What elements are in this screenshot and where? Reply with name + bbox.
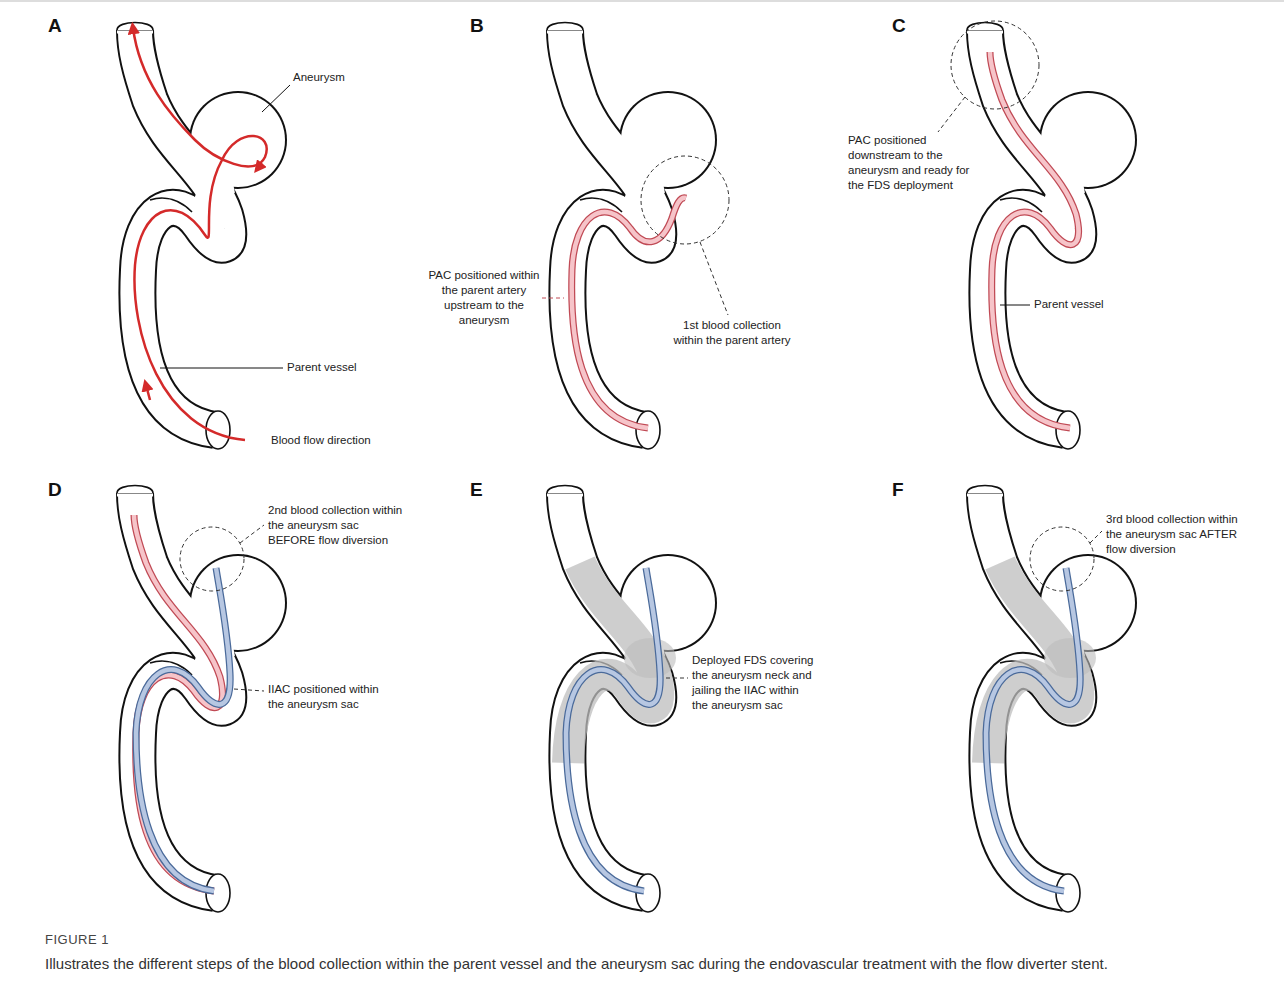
- annotation: Blood flow direction: [271, 433, 431, 448]
- annotation: PAC positioned downstream to the aneurys…: [848, 133, 978, 193]
- annotation: Parent vessel: [287, 360, 397, 375]
- panel-letter: C: [892, 14, 922, 39]
- annotation: PAC positioned within the parent artery …: [428, 268, 540, 328]
- annotation: 1st blood collection within the parent a…: [672, 318, 792, 348]
- figure-number: FIGURE 1: [45, 932, 245, 949]
- panel-letter: E: [470, 478, 500, 503]
- annotation: Aneurysm: [293, 70, 393, 85]
- figure-caption: Illustrates the different steps of the b…: [45, 953, 1235, 974]
- annotation: Deployed FDS covering the aneurysm neck …: [692, 653, 817, 713]
- annotation: 2nd blood collection within the aneurysm…: [268, 503, 403, 548]
- panel-letter: A: [48, 14, 78, 39]
- annotation: 3rd blood collection within the aneurysm…: [1106, 512, 1241, 557]
- annotation: Parent vessel: [1034, 297, 1144, 312]
- panel-letter: B: [470, 14, 500, 39]
- annotation: IIAC positioned within the aneurysm sac: [268, 682, 388, 712]
- panel-letter: F: [892, 478, 922, 503]
- panel-letter: D: [48, 478, 78, 503]
